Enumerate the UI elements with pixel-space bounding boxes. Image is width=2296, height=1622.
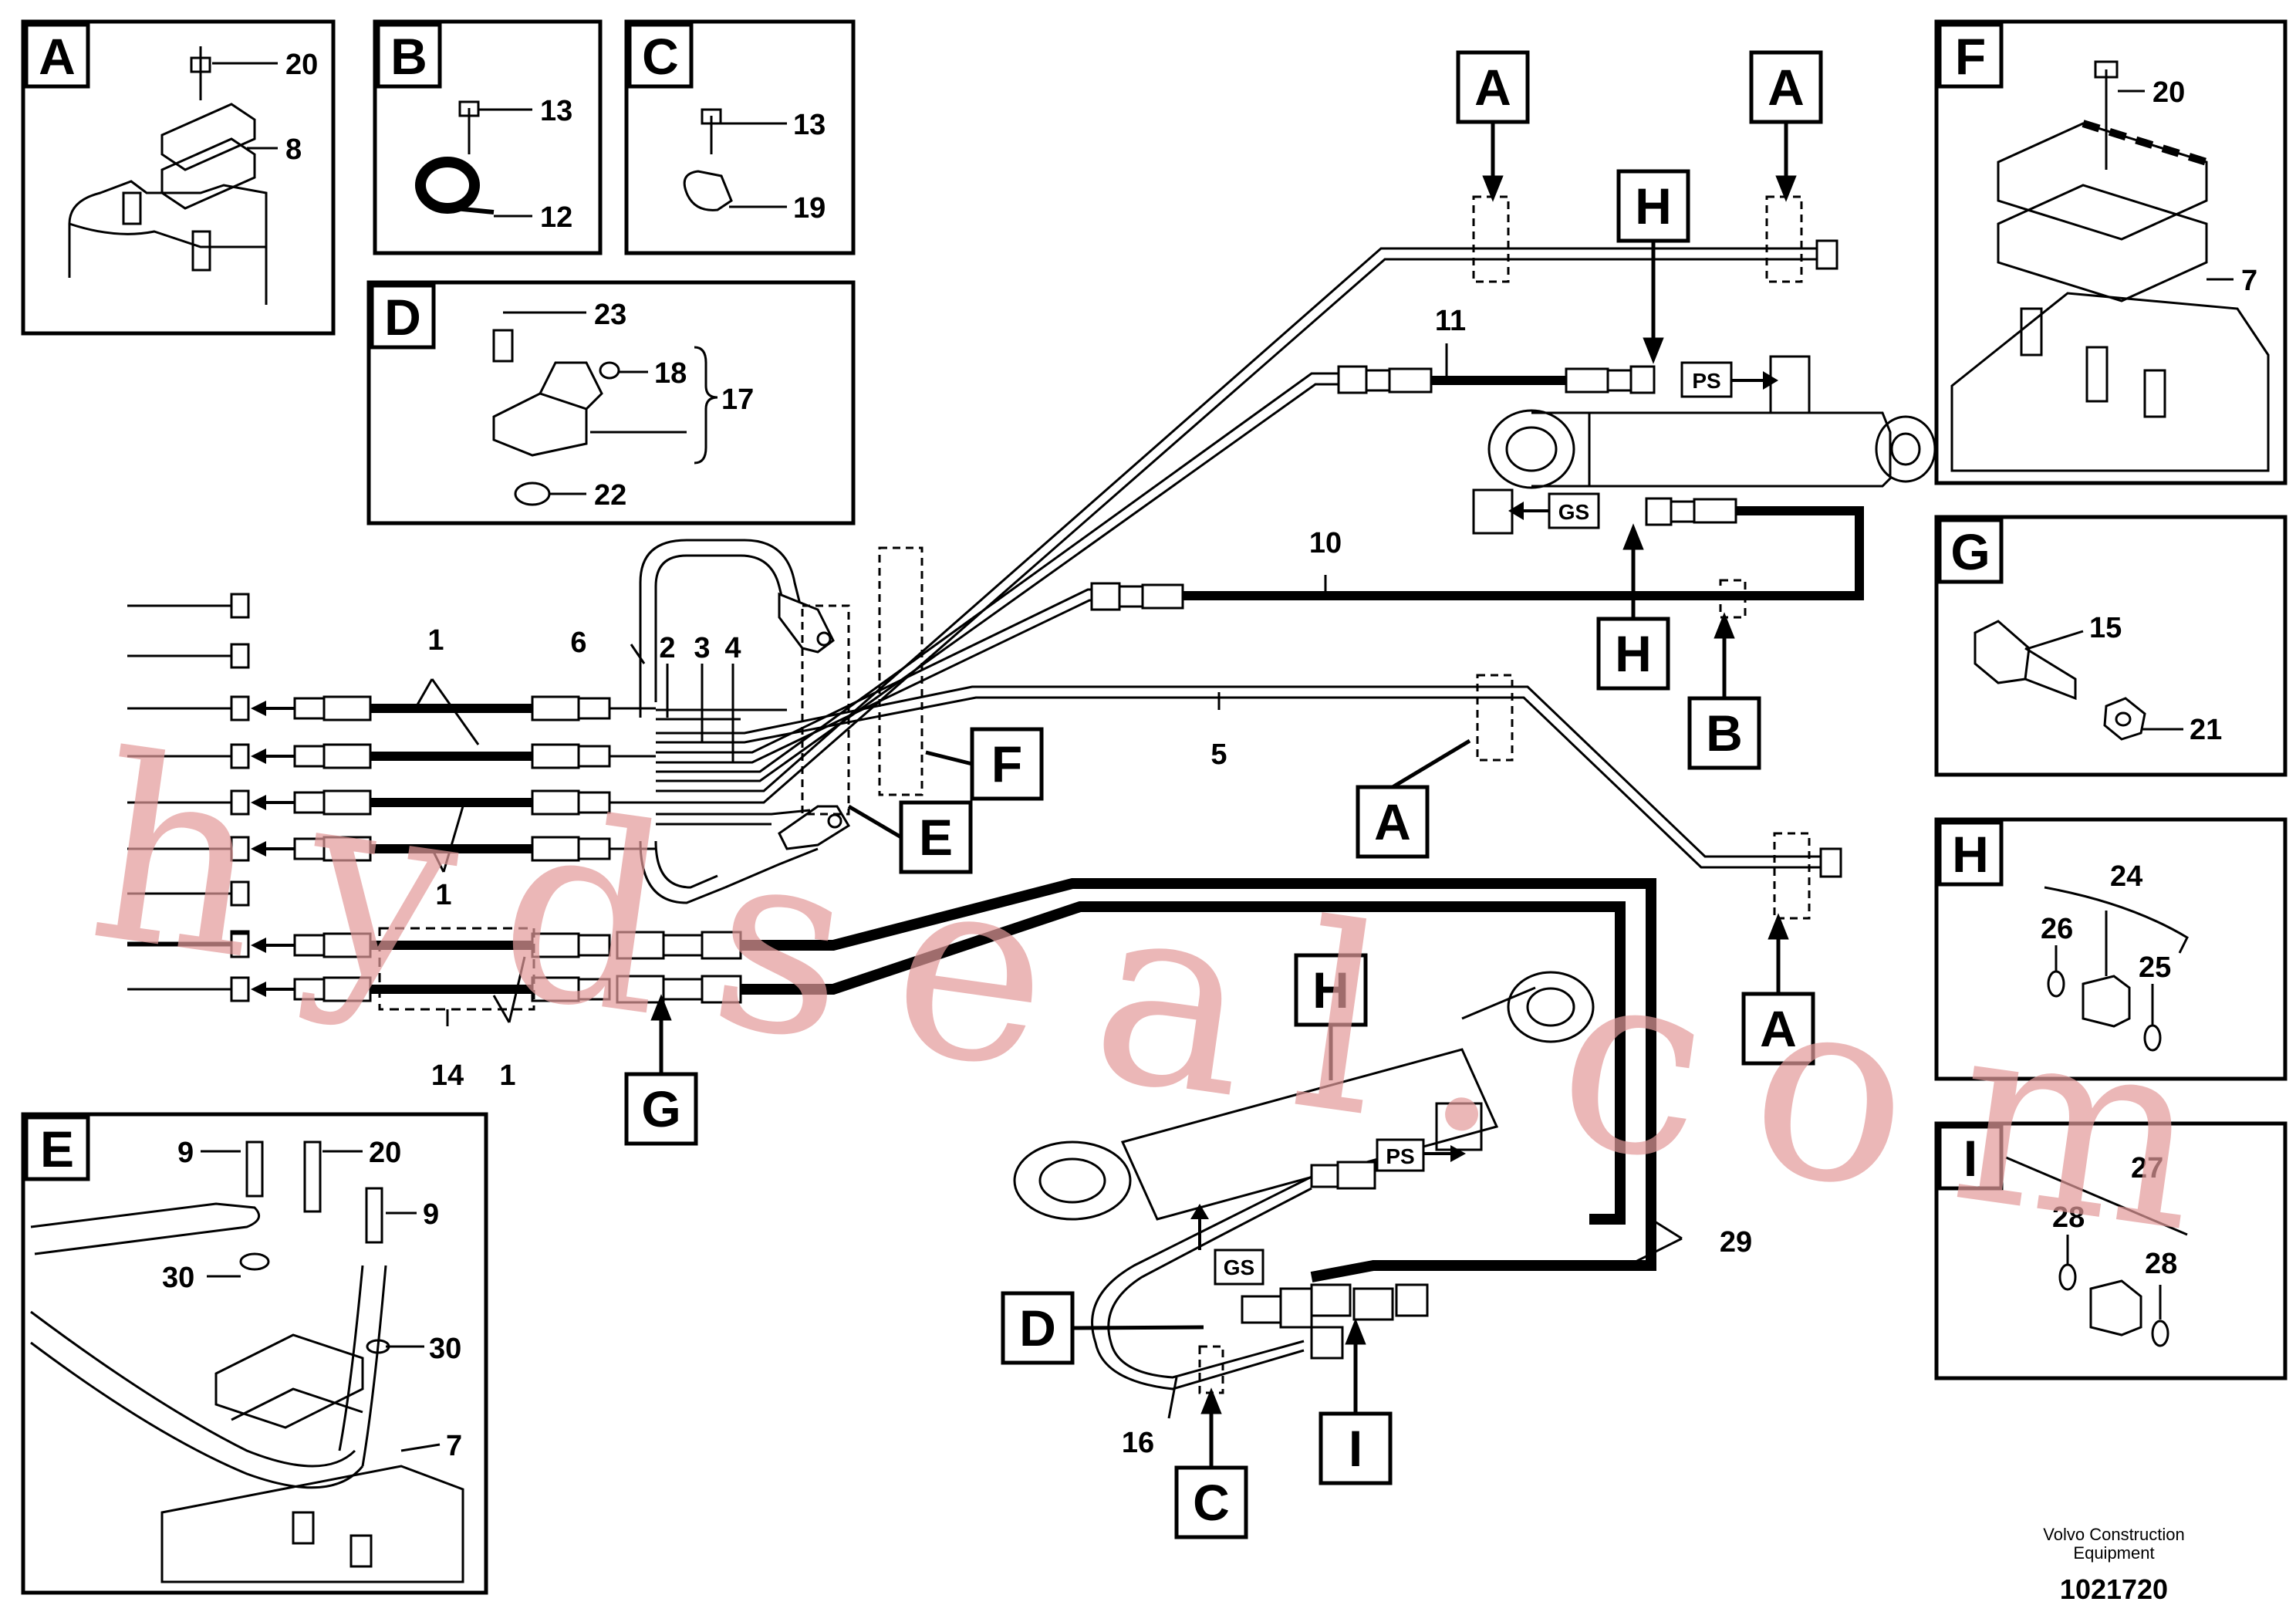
credit-line-1: Volvo Construction <box>2043 1525 2184 1544</box>
panel-d-callout-22: 22 <box>594 479 626 512</box>
detail-panel-f: F 20 7 <box>1934 19 2288 485</box>
panel-c-callout-19: 19 <box>793 192 826 225</box>
panel-a-callout-8: 8 <box>285 133 302 166</box>
part-label-5: 5 <box>1210 738 1227 771</box>
section-refs: A A H H B F E A A H G D I C <box>624 50 1823 1539</box>
detail-panel-i: I 27 28 28 <box>1934 1121 2288 1380</box>
panel-b-callout-13: 13 <box>540 95 572 127</box>
panel-e-callout-30b: 30 <box>429 1333 461 1365</box>
part-label-1b: 1 <box>435 879 451 911</box>
detail-panel-b: B 13 12 <box>373 19 603 255</box>
panel-e-letter: E <box>40 1120 74 1178</box>
part-label-2: 2 <box>659 632 675 664</box>
ref-a-1: A <box>1474 59 1511 116</box>
panel-e-callout-20: 20 <box>369 1137 401 1169</box>
part-label-6: 6 <box>570 627 586 659</box>
part-label-16: 16 <box>1122 1427 1154 1459</box>
part-label-29: 29 <box>1720 1226 1752 1259</box>
ref-b: B <box>1706 705 1743 762</box>
part-label-1c: 1 <box>499 1059 515 1092</box>
panel-f-letter: F <box>1955 28 1986 85</box>
panel-i-callout-28b: 28 <box>2145 1248 2177 1280</box>
panel-b-letter: B <box>390 28 427 85</box>
document-number: 1021720 <box>2060 1573 2168 1605</box>
panel-a-callout-20: 20 <box>285 49 318 81</box>
panel-d-callout-18: 18 <box>654 357 687 390</box>
detail-panel-a: A 20 8 <box>21 19 336 336</box>
panel-e-callout-9b: 9 <box>423 1198 439 1231</box>
part-label-1a: 1 <box>427 624 444 657</box>
part-label-11: 11 <box>1435 305 1466 337</box>
panel-i-callout-27: 27 <box>2131 1152 2163 1184</box>
panel-c-callout-13: 13 <box>793 109 826 141</box>
gs-tag-bottom: GS <box>1224 1255 1254 1279</box>
ps-tag-bottom: PS <box>1386 1144 1414 1168</box>
panel-c-letter: C <box>642 28 679 85</box>
part-label-10: 10 <box>1309 527 1342 559</box>
ref-i: I <box>1349 1420 1362 1477</box>
panel-e-callout-30a: 30 <box>162 1262 194 1294</box>
ref-h-1: H <box>1635 177 1672 235</box>
panel-f-callout-20: 20 <box>2152 76 2185 109</box>
ref-g: G <box>641 1080 680 1137</box>
panel-g-callout-21: 21 <box>2190 714 2222 746</box>
credit-line-2: Equipment <box>2073 1543 2154 1563</box>
ref-f: F <box>991 735 1022 792</box>
panel-a-letter: A <box>39 28 76 85</box>
part-label-4: 4 <box>724 632 741 664</box>
ref-d: D <box>1019 1299 1056 1357</box>
panel-d-letter: D <box>384 289 421 346</box>
ref-h-3: H <box>1312 961 1349 1019</box>
ref-c: C <box>1193 1474 1230 1531</box>
panel-h-callout-26: 26 <box>2041 913 2073 945</box>
panel-f-callout-7: 7 <box>2241 265 2257 297</box>
detail-panel-c: C 13 19 <box>624 19 856 255</box>
panel-h-letter: H <box>1952 826 1989 883</box>
part-label-3: 3 <box>694 632 710 664</box>
panel-h-callout-24: 24 <box>2110 860 2142 893</box>
panel-g-letter: G <box>1950 523 1990 580</box>
ps-tag-top: PS <box>1692 369 1720 393</box>
ref-h-2: H <box>1615 625 1652 682</box>
detail-panel-e: E 9 20 9 30 3 <box>21 1112 488 1595</box>
ref-a-2: A <box>1768 59 1805 116</box>
panel-i-callout-28a: 28 <box>2052 1201 2085 1234</box>
panel-g-callout-15: 15 <box>2089 612 2122 644</box>
detail-panel-h: H 24 26 25 <box>1934 817 2288 1081</box>
panel-b-callout-12: 12 <box>540 201 572 234</box>
panel-d-callout-23: 23 <box>594 299 626 331</box>
panel-d-callout-17: 17 <box>721 384 754 416</box>
main-view: PS GS <box>127 50 1936 1539</box>
panel-e-callout-9a: 9 <box>177 1137 194 1169</box>
panel-h-callout-25: 25 <box>2139 951 2171 984</box>
detail-panel-d: D 23 18 17 22 <box>366 280 856 525</box>
ref-a-4: A <box>1760 1000 1797 1057</box>
lower-cylinder <box>1013 971 1595 1221</box>
ref-e: E <box>919 809 953 866</box>
detail-panel-g: G 15 21 <box>1934 515 2288 777</box>
ref-a-3: A <box>1374 793 1411 850</box>
panel-e-callout-7: 7 <box>446 1430 462 1462</box>
part-label-14: 14 <box>431 1059 464 1092</box>
gs-tag-top: GS <box>1558 500 1589 524</box>
panel-i-letter: I <box>1963 1130 1977 1187</box>
